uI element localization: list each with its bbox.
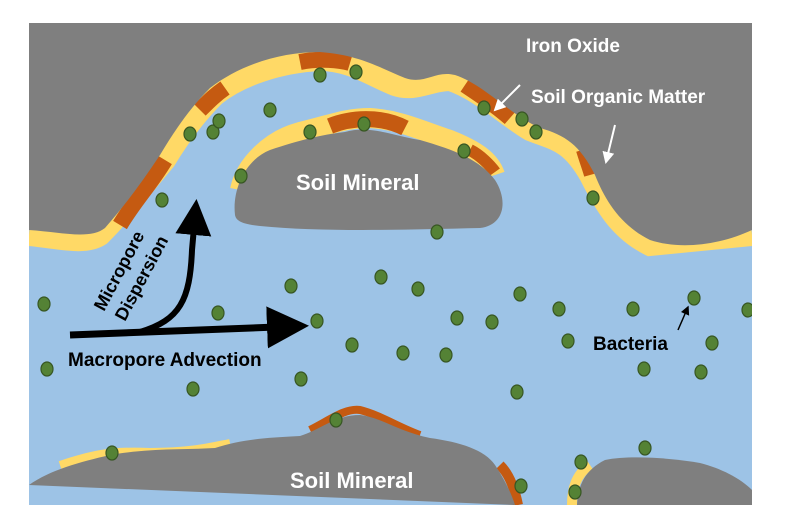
soil-mineral-top-mass — [29, 23, 752, 246]
micropore-dispersion-arrow — [139, 199, 212, 335]
soil-mineral-inner — [234, 129, 503, 230]
bacterium — [313, 67, 327, 83]
iron-oxide-patch — [113, 155, 172, 230]
bacterium — [694, 364, 708, 380]
label-macropore-advection: Macropore Advection — [68, 350, 262, 371]
bacterium — [529, 124, 543, 140]
bacterium — [586, 190, 600, 206]
bacterium — [234, 168, 248, 184]
bacterium — [430, 224, 444, 240]
bacterium — [411, 281, 425, 297]
bacterium — [263, 102, 277, 118]
bacterium — [155, 192, 169, 208]
bacterium — [357, 116, 371, 132]
bacterium — [310, 313, 324, 329]
iron-oxide-patch — [467, 144, 500, 176]
bacterium — [515, 111, 529, 127]
soil-mineral-bottom-right — [577, 457, 752, 505]
label-bacteria: Bacteria — [593, 334, 668, 355]
bacterium — [284, 278, 298, 294]
bacterium — [349, 64, 363, 80]
bacterium — [513, 286, 527, 302]
bacterium — [211, 305, 225, 321]
organic-matter-pointer-arrow — [602, 124, 616, 164]
label-soil-organic-matter: Soil Organic Matter — [531, 87, 706, 108]
bacteria-group — [37, 64, 752, 500]
organic-matter-coating — [567, 460, 594, 505]
bacterium — [40, 361, 54, 377]
bacterium — [186, 381, 200, 397]
bacteria-pointer-arrow — [677, 305, 690, 331]
bacterium — [741, 302, 752, 318]
iron-oxide-patch — [298, 51, 353, 71]
bacterium — [183, 126, 197, 142]
bacterium — [329, 412, 343, 428]
bacterium — [450, 310, 464, 326]
iron-oxide-patch — [194, 81, 230, 116]
iron-oxide-pointer-arrow — [493, 84, 521, 112]
bacterium — [212, 113, 226, 129]
bacterium — [637, 361, 651, 377]
bacterium — [457, 143, 471, 159]
soil-mineral-bottom-left — [29, 415, 515, 505]
iron-oxide-patch — [496, 461, 523, 505]
label-iron-oxide: Iron Oxide — [526, 36, 620, 57]
bacterium — [514, 478, 528, 494]
bacterium — [705, 335, 719, 351]
label-soil-mineral-top: Soil Mineral — [296, 170, 419, 195]
bacterium — [574, 454, 588, 470]
bacterium — [485, 314, 499, 330]
bacterium — [345, 337, 359, 353]
bacterium — [303, 124, 317, 140]
bacterium — [439, 347, 453, 363]
bacterium — [626, 301, 640, 317]
bacterium — [206, 124, 220, 140]
bacterium — [396, 345, 410, 361]
bacterium — [374, 269, 388, 285]
label-soil-mineral-bottom: Soil Mineral — [290, 468, 413, 493]
bacterium — [687, 290, 701, 306]
bacterium — [568, 484, 582, 500]
iron-oxide-patch — [308, 405, 422, 439]
bacterium — [510, 384, 524, 400]
bacterium — [552, 301, 566, 317]
bacterium — [638, 440, 652, 456]
bacterium — [561, 333, 575, 349]
bacterium — [294, 371, 308, 387]
macropore-advection-arrow — [69, 306, 309, 349]
bacterium — [105, 445, 119, 461]
bacterium — [477, 100, 491, 116]
bacterium — [37, 296, 51, 312]
iron-oxide-patch — [460, 78, 516, 125]
